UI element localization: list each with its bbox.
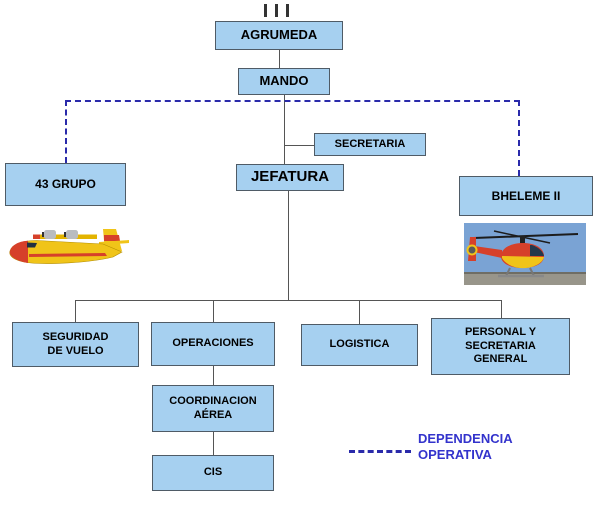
connector-operaciones-coordinacion <box>213 366 214 385</box>
connector-drop-operaciones <box>213 300 214 322</box>
connector-secretaria-branch <box>284 145 314 146</box>
node-secretaria: SECRETARIA <box>314 133 426 156</box>
node-personal-y-secretaria-general: PERSONAL Y SECRETARIA GENERAL <box>431 318 570 375</box>
dashed-line-right <box>518 100 520 176</box>
connector-mando-jefatura <box>284 95 285 164</box>
node-mando: MANDO <box>238 68 330 95</box>
top-connector-tick <box>264 4 267 17</box>
connector-drop-logistica <box>359 300 360 324</box>
legend-label: DEPENDENCIA OPERATIVA <box>418 431 513 462</box>
node-logistica: LOGISTICA <box>301 324 418 366</box>
node-operaciones: OPERACIONES <box>151 322 275 366</box>
node-agrumeda: AGRUMEDA <box>215 21 343 50</box>
dashed-line-left <box>65 100 67 163</box>
connector-coordinacion-cis <box>213 432 214 455</box>
connector-drop-seguridad <box>75 300 76 322</box>
node-cis: CIS <box>152 455 274 491</box>
connector-horizontal-main <box>75 300 502 301</box>
top-connector-tick <box>275 4 278 17</box>
top-connector-tick <box>286 4 289 17</box>
node-jefatura: JEFATURA <box>236 164 344 191</box>
legend-dashed-line <box>349 450 411 453</box>
dashed-line-horizontal <box>65 100 520 102</box>
node-43-grupo: 43 GRUPO <box>5 163 126 206</box>
node-seguridad-de-vuelo: SEGURIDAD DE VUELO <box>12 322 139 367</box>
connector-jefatura-down <box>288 191 289 301</box>
connector-drop-personal <box>501 300 502 318</box>
connector-agrumeda-mando <box>279 50 280 68</box>
seaplane-image <box>9 229 129 264</box>
node-coordinacion-aerea: COORDINACION AÉREA <box>152 385 274 432</box>
node-bheleme-ii: BHELEME II <box>459 176 593 216</box>
helicopter-image <box>464 223 586 285</box>
